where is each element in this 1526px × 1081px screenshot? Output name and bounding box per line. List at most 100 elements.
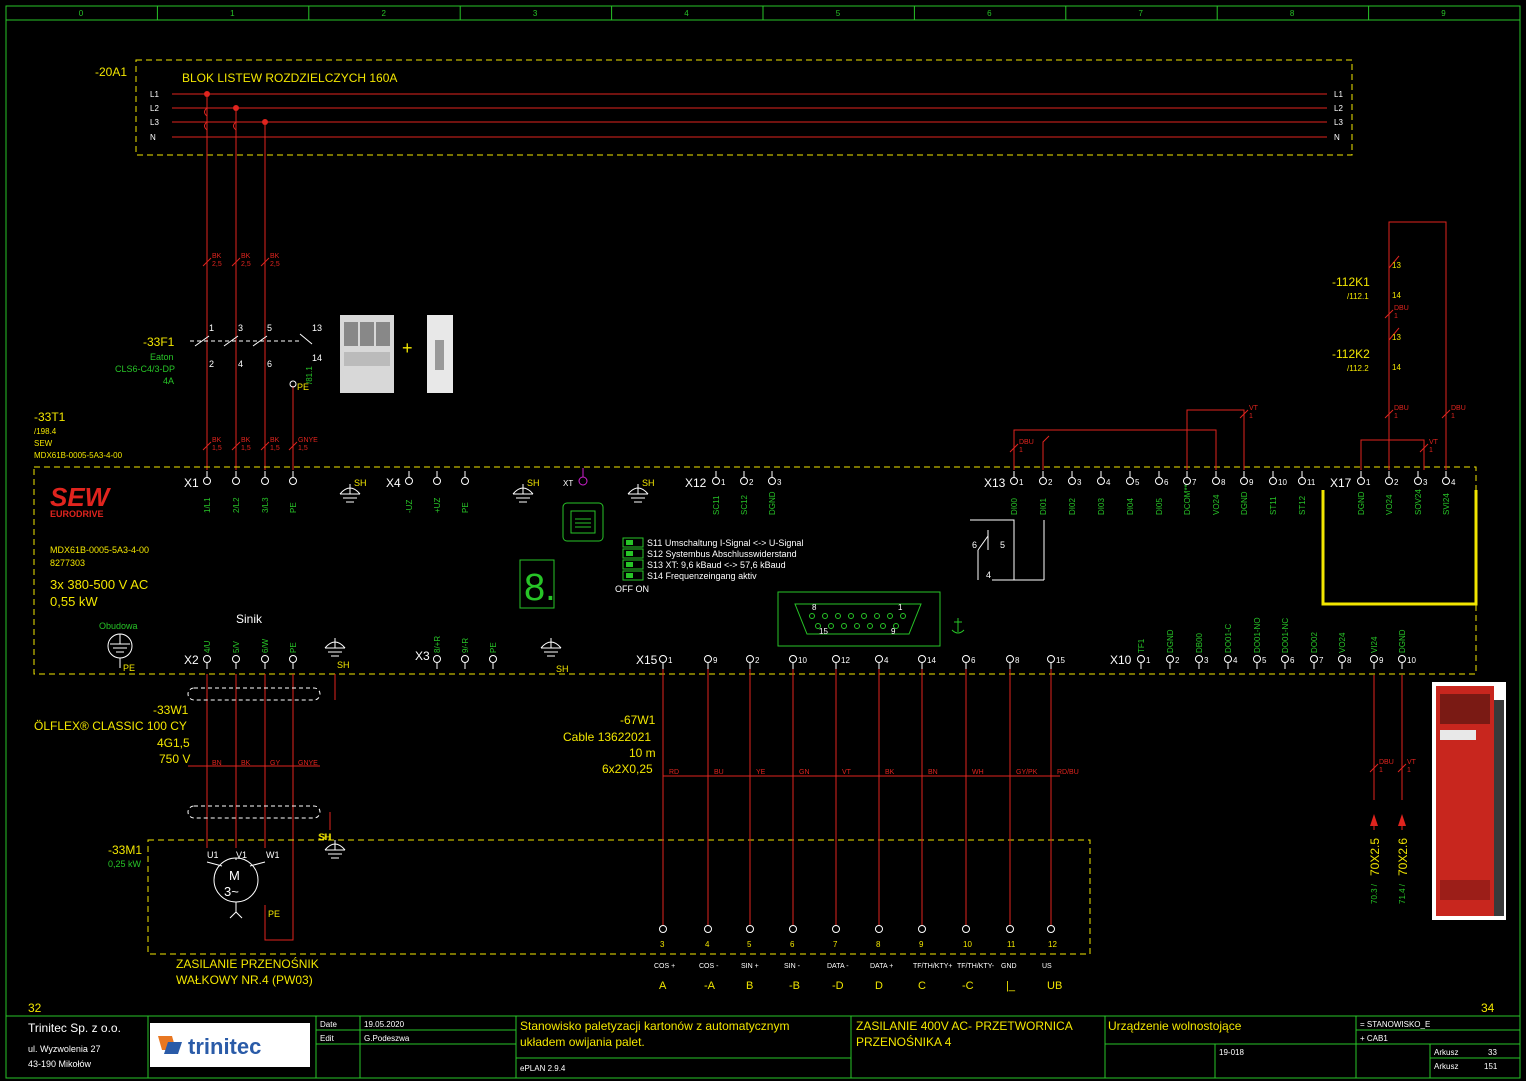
x13-terminal	[1298, 477, 1306, 485]
grid-column-label: 8	[1290, 9, 1295, 18]
encoder-terminal	[1006, 925, 1014, 933]
output-label: 70X2.6	[1396, 838, 1410, 876]
dip-switch-label: S14 Frequenzeingang aktiv	[647, 571, 757, 581]
x4-pin-label: PE	[461, 502, 470, 513]
dsub-pin	[841, 623, 847, 629]
sh-icon-motor	[324, 840, 346, 859]
x10-name: X10	[1110, 653, 1132, 667]
x15-pin-number: 6	[971, 656, 976, 665]
encoder-signal-name: COS -	[699, 963, 719, 970]
encoder-terminal-number: 6	[790, 940, 795, 949]
sh-icon-1-label: SH	[354, 478, 367, 488]
x12-terminal	[712, 477, 720, 485]
x10-pin-number: 4	[1233, 656, 1238, 665]
dip-switch-knob	[626, 540, 633, 545]
motor-cable-color: BN	[212, 760, 222, 767]
dsub-pin	[815, 623, 821, 629]
dsub-pin	[893, 623, 899, 629]
grid-column-label: 4	[684, 9, 689, 18]
sh-icon-1	[339, 484, 361, 503]
x1-terminal	[203, 477, 211, 485]
encoder-signal-name: TF/TH/KTY+	[913, 963, 952, 970]
x3-name: X3	[415, 649, 430, 663]
seven-segment-display: 8.	[519, 559, 556, 609]
breaker-out-terminal: 2	[209, 359, 214, 369]
breaker-pe-label: PE	[297, 382, 309, 392]
relay-ref: /112.2	[1347, 364, 1369, 373]
trinitec-logo: trinitec	[150, 1023, 310, 1067]
encoder-terminal-number: 9	[919, 940, 924, 949]
encoder-signal-letter: -A	[704, 980, 716, 992]
x10-pin-number: 7	[1319, 656, 1324, 665]
anchor-ground-icon	[951, 618, 965, 634]
x13-terminal	[1068, 477, 1076, 485]
x10-pin-number: 2	[1175, 656, 1180, 665]
grid-column-label: 6	[987, 9, 992, 18]
encoder-terminal-number: 10	[963, 940, 972, 949]
wire-mark-tick	[202, 441, 212, 451]
cable-shield-markers	[187, 687, 321, 819]
company-name: Trinitec Sp. z o.o.	[28, 1021, 121, 1035]
encoder-cable-tag: -67W1	[620, 713, 656, 727]
x4-name: X4	[386, 476, 401, 490]
motor-phase: 3~	[224, 884, 239, 899]
motor-pe: PE	[268, 909, 280, 919]
x1-terminal	[289, 477, 297, 485]
encoder-terminal-number: 3	[660, 940, 665, 949]
x3-pin-label: PE	[489, 642, 498, 653]
dip-off-on: OFF ON	[615, 584, 649, 594]
x10-terminal	[1310, 655, 1318, 663]
encoder-wire-color: VT	[842, 769, 852, 776]
x13-pin-number: 3	[1077, 478, 1082, 487]
sheet-label: Arkusz	[1434, 1048, 1458, 1057]
sheet-number: 33	[1488, 1048, 1497, 1057]
encoder-terminal	[659, 925, 667, 933]
dsub-pin	[900, 613, 906, 619]
x13-pin-label: DI05	[1155, 498, 1164, 515]
x10-terminal	[1281, 655, 1289, 663]
breaker-in-terminal: 1	[209, 323, 214, 333]
wire-mark-di00: DBU	[1019, 439, 1034, 446]
x2-terminal	[203, 655, 211, 663]
date-value: 19.05.2020	[364, 1020, 405, 1029]
motor-cable-cores: 4G1,5	[157, 736, 190, 750]
relay-ref: /112.1	[1347, 292, 1369, 301]
encoder-signal-letter: -C	[962, 980, 974, 992]
x13-terminal	[1010, 477, 1018, 485]
dip-switch	[622, 570, 644, 581]
breaker-in-terminal: 3	[238, 323, 243, 333]
sh-icon-motor-label: SH	[319, 832, 332, 842]
x15-terminal	[875, 655, 883, 663]
encoder-signal-letter: B	[746, 980, 753, 992]
grid-column-label: 2	[382, 9, 387, 18]
aux-contact-photo	[427, 315, 453, 393]
company-city: 43-190 Mikołów	[28, 1059, 92, 1069]
wire-mark-x17b: 1	[1451, 413, 1455, 420]
sh-icon-2-label: SH	[527, 478, 540, 488]
breaker-out-terminal: 6	[267, 359, 272, 369]
drive-voltage: 3x 380-500 V AC	[50, 577, 148, 592]
dsub-pin-1: 1	[898, 603, 903, 612]
x13-pin-label: DI00	[1010, 498, 1019, 515]
x3-pin-label: 8/+R	[433, 636, 442, 653]
dsub-pin-8: 8	[812, 603, 817, 612]
x13-pin-label: DGND	[1240, 491, 1249, 515]
wire-mark-drive: BK	[212, 437, 222, 444]
encoder-signal-name: SIN -	[784, 963, 801, 970]
relay-top-pin: 13	[1392, 261, 1401, 270]
sh-icon-3	[627, 484, 649, 503]
rail-label-left: L1	[150, 90, 159, 99]
plant-code: = STANOWISKO_E	[1360, 1020, 1430, 1029]
page-next: 34	[1481, 1001, 1495, 1015]
x10-pin-number: 1	[1146, 656, 1151, 665]
x13-terminal	[1039, 477, 1047, 485]
encoder-wire-color: GY/PK	[1016, 769, 1038, 776]
wire-mark-top: BK	[241, 253, 251, 260]
dsub-pin	[822, 613, 828, 619]
wire-mark-tick	[260, 441, 270, 451]
wire-mark-drive: 1,5	[212, 445, 222, 452]
grid-column-label: 9	[1441, 9, 1446, 18]
wire-mark-drive: 1,5	[241, 445, 251, 452]
relay-bottom-pin: 14	[1392, 291, 1401, 300]
